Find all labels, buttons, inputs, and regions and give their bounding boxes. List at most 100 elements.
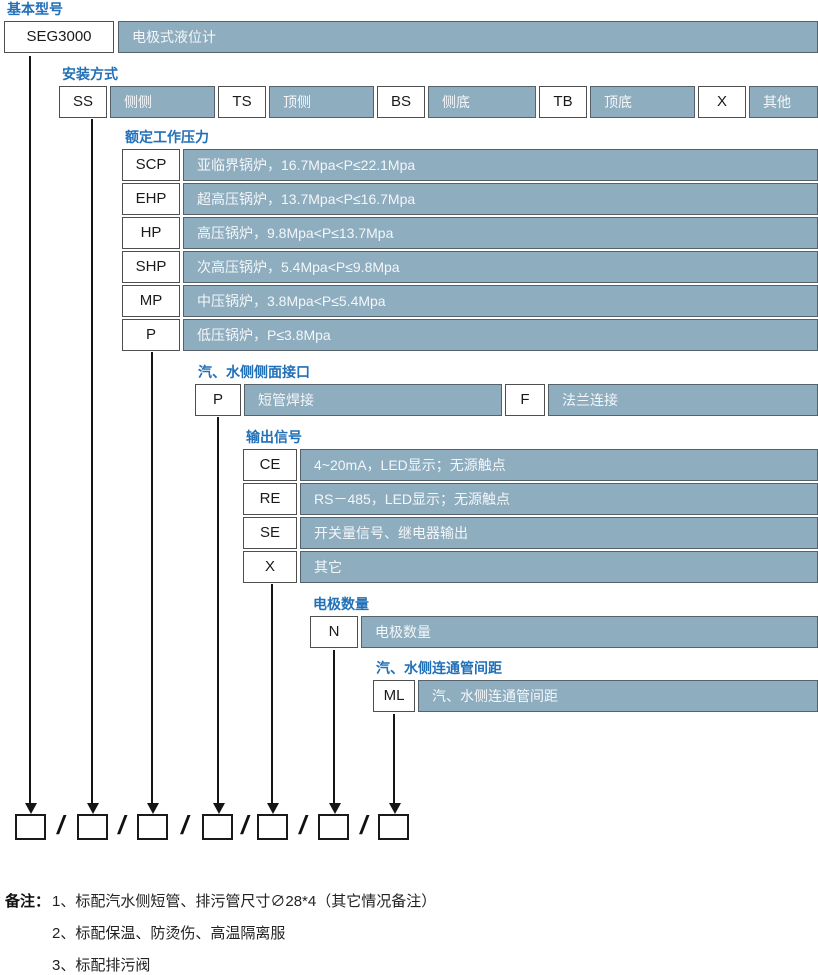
option-code-cell: X <box>243 551 297 583</box>
option-desc-cell: 其它 <box>300 551 818 583</box>
option-code-cell: EHP <box>122 183 180 215</box>
arrow-down-icon <box>389 803 401 814</box>
option-code-cell: X <box>698 86 746 118</box>
note-line: 1、标配汽水侧短管、排污管尺寸∅28*4（其它情况备注） <box>52 893 437 910</box>
note-line: 3、标配排污阀 <box>52 957 151 974</box>
option-code-cell: SEG3000 <box>4 21 114 53</box>
option-desc-cell: 开关量信号、继电器输出 <box>300 517 818 549</box>
model-code-slot <box>77 814 108 840</box>
section-title: 基本型号 <box>7 1 63 17</box>
arrow-down-icon <box>87 803 99 814</box>
option-desc-cell: 其他 <box>749 86 818 118</box>
option-code-cell: SHP <box>122 251 180 283</box>
option-desc-cell: 超高压锅炉，13.7Mpa<P≤16.7Mpa <box>183 183 818 215</box>
model-code-slot <box>137 814 168 840</box>
option-code-cell: F <box>505 384 545 416</box>
option-desc-cell: 短管焊接 <box>244 384 502 416</box>
section-title: 额定工作压力 <box>125 129 209 145</box>
notes-block: 备注： 1、标配汽水侧短管、排污管尺寸∅28*4（其它情况备注） 2、标配保温、防… <box>5 893 436 975</box>
option-code-cell: TB <box>539 86 587 118</box>
option-desc-cell: 电极式液位计 <box>118 21 818 53</box>
connector-line <box>333 650 335 806</box>
connector-line <box>217 417 219 806</box>
option-code-cell: SE <box>243 517 297 549</box>
option-code-cell: RE <box>243 483 297 515</box>
option-code-cell: SS <box>59 86 107 118</box>
option-code-cell: N <box>310 616 358 648</box>
arrow-down-icon <box>267 803 279 814</box>
connector-line <box>151 352 153 806</box>
connector-line <box>91 119 93 806</box>
notes-label: 备注： <box>5 893 51 910</box>
option-desc-cell: 中压锅炉，3.8Mpa<P≤5.4Mpa <box>183 285 818 317</box>
option-code-cell: P <box>122 319 180 351</box>
option-desc-cell: 侧侧 <box>110 86 215 118</box>
option-code-cell: TS <box>218 86 266 118</box>
slash-separator: / <box>181 810 189 840</box>
slash-separator: / <box>57 810 65 840</box>
arrow-down-icon <box>213 803 225 814</box>
connector-line <box>393 714 395 806</box>
note-line: 2、标配保温、防烫伤、高温隔离服 <box>52 925 286 942</box>
model-code-slot <box>378 814 409 840</box>
option-code-cell: P <box>195 384 241 416</box>
option-desc-cell: 4~20mA，LED显示；无源触点 <box>300 449 818 481</box>
option-desc-cell: 侧底 <box>428 86 536 118</box>
section-title: 安装方式 <box>62 66 118 82</box>
option-code-cell: HP <box>122 217 180 249</box>
option-desc-cell: 亚临界锅炉，16.7Mpa<P≤22.1Mpa <box>183 149 818 181</box>
option-desc-cell: 顶底 <box>590 86 695 118</box>
option-code-cell: SCP <box>122 149 180 181</box>
section-title: 输出信号 <box>246 429 302 445</box>
option-desc-cell: 次高压锅炉，5.4Mpa<P≤9.8Mpa <box>183 251 818 283</box>
option-desc-cell: 高压锅炉，9.8Mpa<P≤13.7Mpa <box>183 217 818 249</box>
option-desc-cell: 法兰连接 <box>548 384 818 416</box>
notes-list: 1、标配汽水侧短管、排污管尺寸∅28*4（其它情况备注） 2、标配保温、防烫伤、高… <box>52 893 436 975</box>
connector-line <box>29 56 31 806</box>
section-title: 电极数量 <box>313 596 369 612</box>
option-desc-cell: 汽、水侧连通管间距 <box>418 680 818 712</box>
option-code-cell: BS <box>377 86 425 118</box>
section-title: 汽、水侧侧面接口 <box>198 364 310 380</box>
connector-line <box>271 584 273 806</box>
option-desc-cell: 电极数量 <box>361 616 818 648</box>
option-code-cell: ML <box>373 680 415 712</box>
arrow-down-icon <box>25 803 37 814</box>
model-code-slot <box>202 814 233 840</box>
option-desc-cell: RS－485，LED显示；无源触点 <box>300 483 818 515</box>
arrow-down-icon <box>147 803 159 814</box>
model-code-slot <box>15 814 46 840</box>
arrow-down-icon <box>329 803 341 814</box>
option-desc-cell: 顶侧 <box>269 86 374 118</box>
slash-separator: / <box>118 810 126 840</box>
section-title: 汽、水侧连通管间距 <box>376 660 502 676</box>
slash-separator: / <box>241 810 249 840</box>
slash-separator: / <box>360 810 368 840</box>
model-code-slot <box>318 814 349 840</box>
slash-separator: / <box>299 810 307 840</box>
option-code-cell: MP <box>122 285 180 317</box>
